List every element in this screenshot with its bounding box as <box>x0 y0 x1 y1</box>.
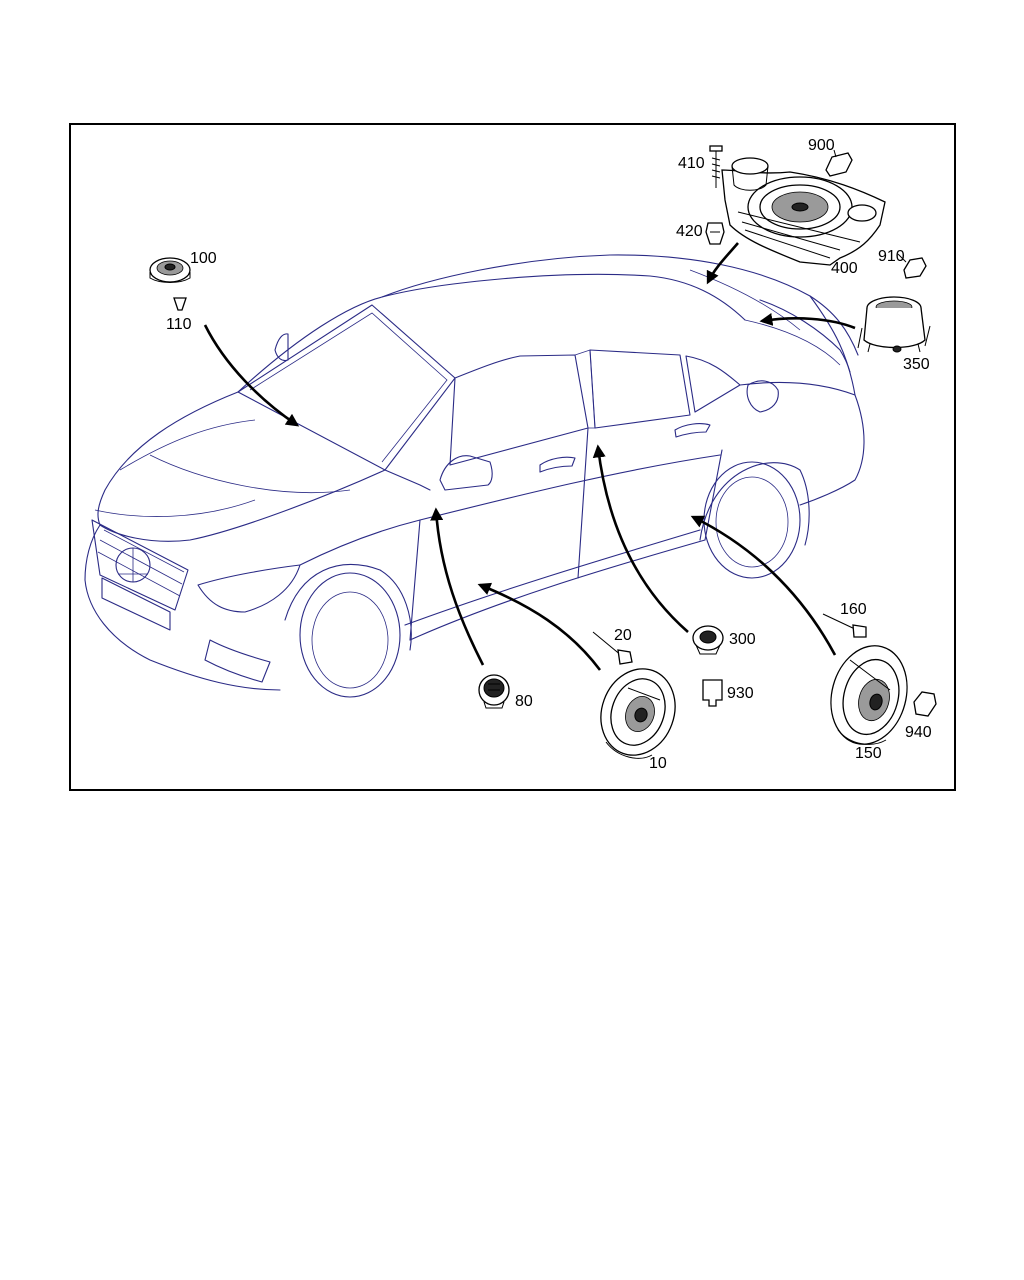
callout-150: 150 <box>855 745 882 762</box>
callout-10: 10 <box>649 755 667 772</box>
label-part-900 <box>825 152 853 177</box>
callout-420: 420 <box>676 223 703 240</box>
arrow-150 <box>690 515 837 656</box>
tweeter-part-300 <box>692 625 724 655</box>
bolt-part-410 <box>709 145 723 188</box>
arrow-350 <box>759 313 856 330</box>
callout-410: 410 <box>678 155 705 172</box>
leader-910 <box>897 253 907 263</box>
arrow-80 <box>430 507 485 666</box>
callout-160: 160 <box>840 601 867 618</box>
nut-part-420 <box>705 222 725 245</box>
speaker-part-10 <box>600 668 676 759</box>
connector-part-930 <box>702 679 723 707</box>
callout-20: 20 <box>614 627 632 644</box>
callout-400: 400 <box>831 260 858 277</box>
callout-300: 300 <box>729 631 756 648</box>
callout-350: 350 <box>903 356 930 373</box>
leader-900 <box>833 149 837 158</box>
callout-110: 110 <box>166 316 192 333</box>
callout-100: 100 <box>190 250 217 267</box>
callout-930: 930 <box>727 685 754 702</box>
label-part-910 <box>903 257 927 279</box>
arrows <box>203 149 907 671</box>
callout-900: 900 <box>808 137 835 154</box>
arrow-100 <box>203 324 300 427</box>
callout-940: 940 <box>905 724 932 741</box>
callout-910: 910 <box>878 248 905 265</box>
subwoofer-part-400 <box>721 157 886 266</box>
car-outline <box>84 254 865 698</box>
bolt-part-160 <box>822 613 867 638</box>
speaker-part-80 <box>478 674 510 709</box>
arrow-400 <box>706 242 739 285</box>
speaker-part-150 <box>830 645 908 745</box>
tweeter-part-100 <box>149 257 191 283</box>
arrow-10 <box>477 582 602 671</box>
bolt-part-20 <box>592 631 633 665</box>
label-part-940 <box>913 691 937 717</box>
diagram-frame <box>69 123 956 791</box>
callouts: 100 110 410 420 900 400 910 350 160 20 3… <box>166 137 932 772</box>
speaker-part-350 <box>857 296 931 353</box>
clip-part-110 <box>173 297 187 311</box>
callout-80: 80 <box>515 693 533 710</box>
arrow-300 <box>592 444 689 633</box>
